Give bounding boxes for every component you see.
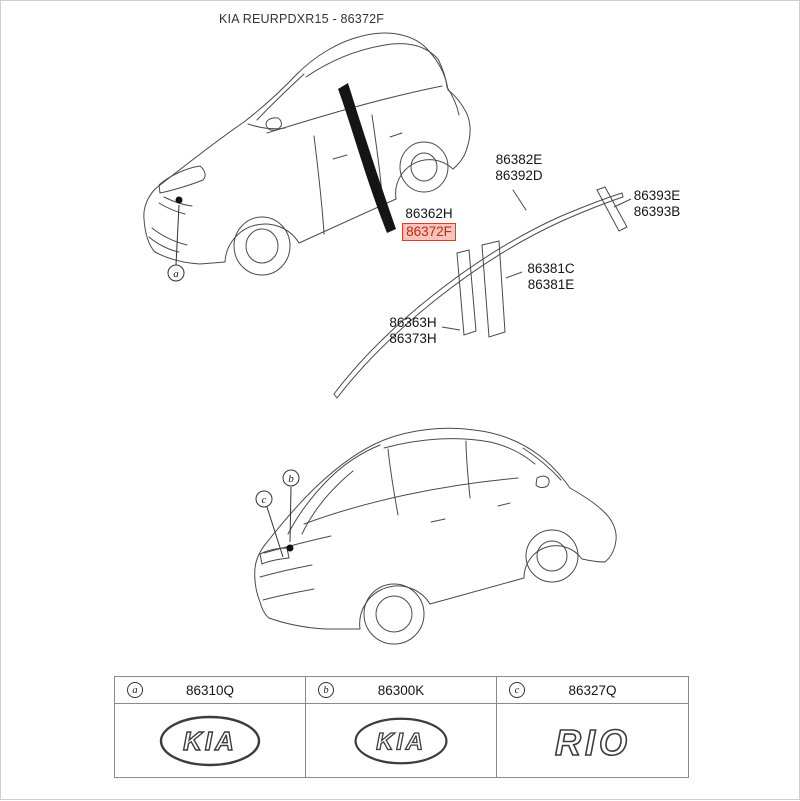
parts-table-cell-a: KIA bbox=[115, 704, 305, 777]
part-number-86310Q[interactable]: 86310Q bbox=[185, 682, 235, 698]
parts-table: a 86310Q KIA b 86300K KIA bbox=[114, 676, 689, 778]
marker-b-letter: b bbox=[288, 473, 294, 485]
part-label-86373H[interactable]: 86373H bbox=[389, 331, 437, 346]
marker-c-letter: c bbox=[262, 494, 267, 506]
marker-badge-a: a bbox=[127, 682, 143, 698]
part-label-86372F-highlight[interactable]: 86372F bbox=[402, 223, 456, 241]
rio-logo-text: RIO bbox=[554, 722, 630, 763]
marker-badge-c: c bbox=[509, 682, 525, 698]
quarter-strip-86393-shape bbox=[596, 186, 632, 232]
part-label-86363H[interactable]: 86363H bbox=[389, 315, 437, 330]
kia-logo-b: KIA bbox=[354, 717, 448, 764]
parts-table-header-c: c 86327Q bbox=[497, 677, 688, 704]
part-label-86382E[interactable]: 86382E bbox=[495, 152, 543, 167]
rio-logo: RIO bbox=[554, 721, 630, 764]
part-number-86327Q[interactable]: 86327Q bbox=[568, 682, 617, 698]
part-label-86362H[interactable]: 86362H bbox=[405, 206, 453, 221]
part-label-86393B[interactable]: 86393B bbox=[633, 204, 681, 219]
pillar-tape-shapes bbox=[441, 240, 523, 338]
b-pillar-blackout-tape-shape bbox=[338, 83, 396, 233]
kia-logo-b-text: KIA bbox=[376, 728, 426, 755]
part-label-86393E[interactable]: 86393E bbox=[633, 188, 681, 203]
part-number-86300K[interactable]: 86300K bbox=[377, 682, 425, 698]
rear-emblem-dot bbox=[286, 544, 294, 552]
page-title: KIA REURPDXR15 - 86372F bbox=[219, 12, 385, 26]
marker-a bbox=[167, 204, 185, 282]
roof-molding-shape bbox=[333, 189, 624, 399]
rear-car-drawing bbox=[254, 427, 617, 645]
marker-badge-b: b bbox=[318, 682, 334, 698]
marker-a-letter: a bbox=[173, 268, 179, 280]
parts-table-column-a: a 86310Q KIA bbox=[115, 677, 306, 777]
part-label-86392D[interactable]: 86392D bbox=[495, 168, 543, 183]
label-group-roof-molding: 86382E 86392D bbox=[489, 152, 549, 184]
label-group-front-door-tape: 86363H 86373H bbox=[383, 315, 443, 347]
parts-table-header-a: a 86310Q bbox=[115, 677, 305, 704]
label-group-rear-door-tape: 86381C 86381E bbox=[521, 261, 581, 293]
label-group-quarter-strip: 86393E 86393B bbox=[629, 188, 685, 220]
marker-c bbox=[255, 490, 284, 558]
front-emblem-dot bbox=[175, 196, 183, 204]
parts-table-column-b: b 86300K KIA bbox=[306, 677, 497, 777]
parts-table-column-c: c 86327Q RIO bbox=[497, 677, 688, 777]
kia-logo-a: KIA bbox=[159, 715, 261, 766]
parts-table-cell-b: KIA bbox=[306, 704, 496, 777]
part-label-86381C[interactable]: 86381C bbox=[527, 261, 575, 276]
marker-b bbox=[282, 469, 300, 543]
label-group-bpillar-tape: 86362H 86372F bbox=[399, 206, 459, 241]
kia-logo-a-text: KIA bbox=[183, 726, 237, 756]
parts-table-cell-c: RIO bbox=[497, 704, 688, 777]
parts-table-header-b: b 86300K bbox=[306, 677, 496, 704]
part-label-86381E[interactable]: 86381E bbox=[527, 277, 575, 292]
